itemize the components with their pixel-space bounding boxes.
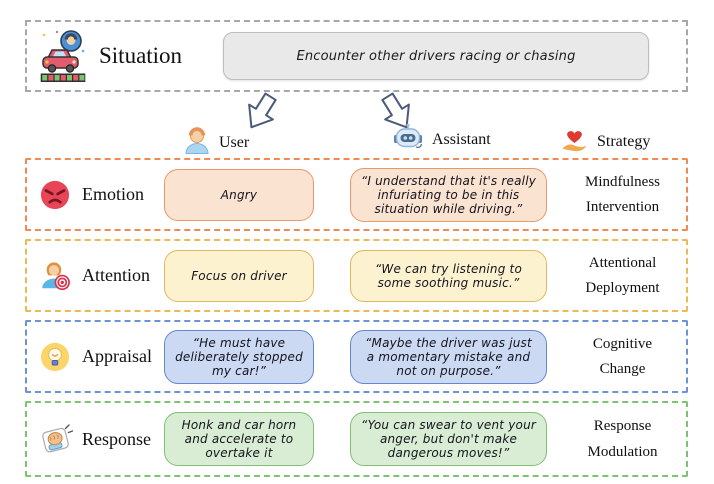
strategy-line: Mindfulness xyxy=(585,173,660,190)
response-assistant-box: “You can swear to vent your anger, but d… xyxy=(350,412,547,466)
column-header-strategy: Strategy xyxy=(561,126,650,158)
column-header-assistant: Assistant xyxy=(393,123,491,156)
attention-user-box: Focus on driver xyxy=(164,249,314,302)
situation-text: Encounter other drivers racing or chasin… xyxy=(296,48,576,64)
heart-in-hand-icon xyxy=(561,126,588,158)
angry-face-icon xyxy=(39,179,71,211)
row-appraisal: Appraisal “He must have deliberately sto… xyxy=(25,320,688,393)
user-icon xyxy=(184,126,210,159)
row-appraisal-header: Appraisal xyxy=(27,341,164,373)
appraisal-user-box: “He must have deliberately stopped my ca… xyxy=(164,329,314,384)
row-attention-header: Attention xyxy=(27,260,164,292)
column-header-strategy-label: Strategy xyxy=(597,133,651,150)
strategy-line: Modulation xyxy=(587,443,658,460)
emotion-user-box: Angry xyxy=(164,168,314,221)
situation-label: Situation xyxy=(99,43,183,68)
race-car-driver-icon xyxy=(40,29,86,83)
strategy-line: Change xyxy=(599,361,646,377)
attention-assistant-box: “We can try listening to some soothing m… xyxy=(350,249,547,302)
emotion-strategy: Mindfulness Intervention xyxy=(547,167,686,223)
row-response-header: Response xyxy=(27,423,164,455)
attention-strategy: Attentional Deployment xyxy=(547,248,686,304)
response-user-box: Honk and car horn and accelerate to over… xyxy=(164,412,314,466)
column-header-user: User xyxy=(184,126,249,159)
strategy-line: Intervention xyxy=(585,199,660,215)
lightbulb-icon xyxy=(39,341,71,373)
row-attention: Attention Focus on driver “We can try li… xyxy=(25,239,688,312)
situation-text-box: Encounter other drivers racing or chasin… xyxy=(223,32,649,80)
situation-section: Situation Encounter other drivers racing… xyxy=(25,20,688,92)
column-header-user-label: User xyxy=(219,133,250,151)
row-response-label: Response xyxy=(82,428,151,449)
row-emotion-label: Emotion xyxy=(82,184,144,204)
down-right-arrow-icon xyxy=(369,84,424,139)
robot-icon xyxy=(393,123,423,156)
knocking-fist-icon xyxy=(39,423,74,455)
row-appraisal-label: Appraisal xyxy=(82,346,152,366)
column-header-assistant-label: Assistant xyxy=(432,130,491,148)
row-response: Response Honk and car horn and accelerat… xyxy=(25,401,688,477)
strategy-line: Cognitive xyxy=(592,335,653,352)
appraisal-strategy: Cognitive Change xyxy=(547,329,686,385)
response-strategy: Response Modulation xyxy=(547,411,686,467)
person-target-icon xyxy=(39,260,71,292)
appraisal-assistant-box: “Maybe the driver was just a momentary m… xyxy=(350,329,547,384)
row-attention-label: Attention xyxy=(82,265,150,285)
emotion-assistant-box: “I understand that it's really infuriati… xyxy=(350,167,547,222)
down-left-arrow-icon xyxy=(233,84,288,139)
row-emotion-header: Emotion xyxy=(27,179,164,211)
row-emotion: Emotion Angry “I understand that it's re… xyxy=(25,158,688,231)
strategy-line: Attentional xyxy=(588,254,657,271)
strategy-line: Deployment xyxy=(585,280,660,296)
strategy-line: Response xyxy=(593,418,652,435)
